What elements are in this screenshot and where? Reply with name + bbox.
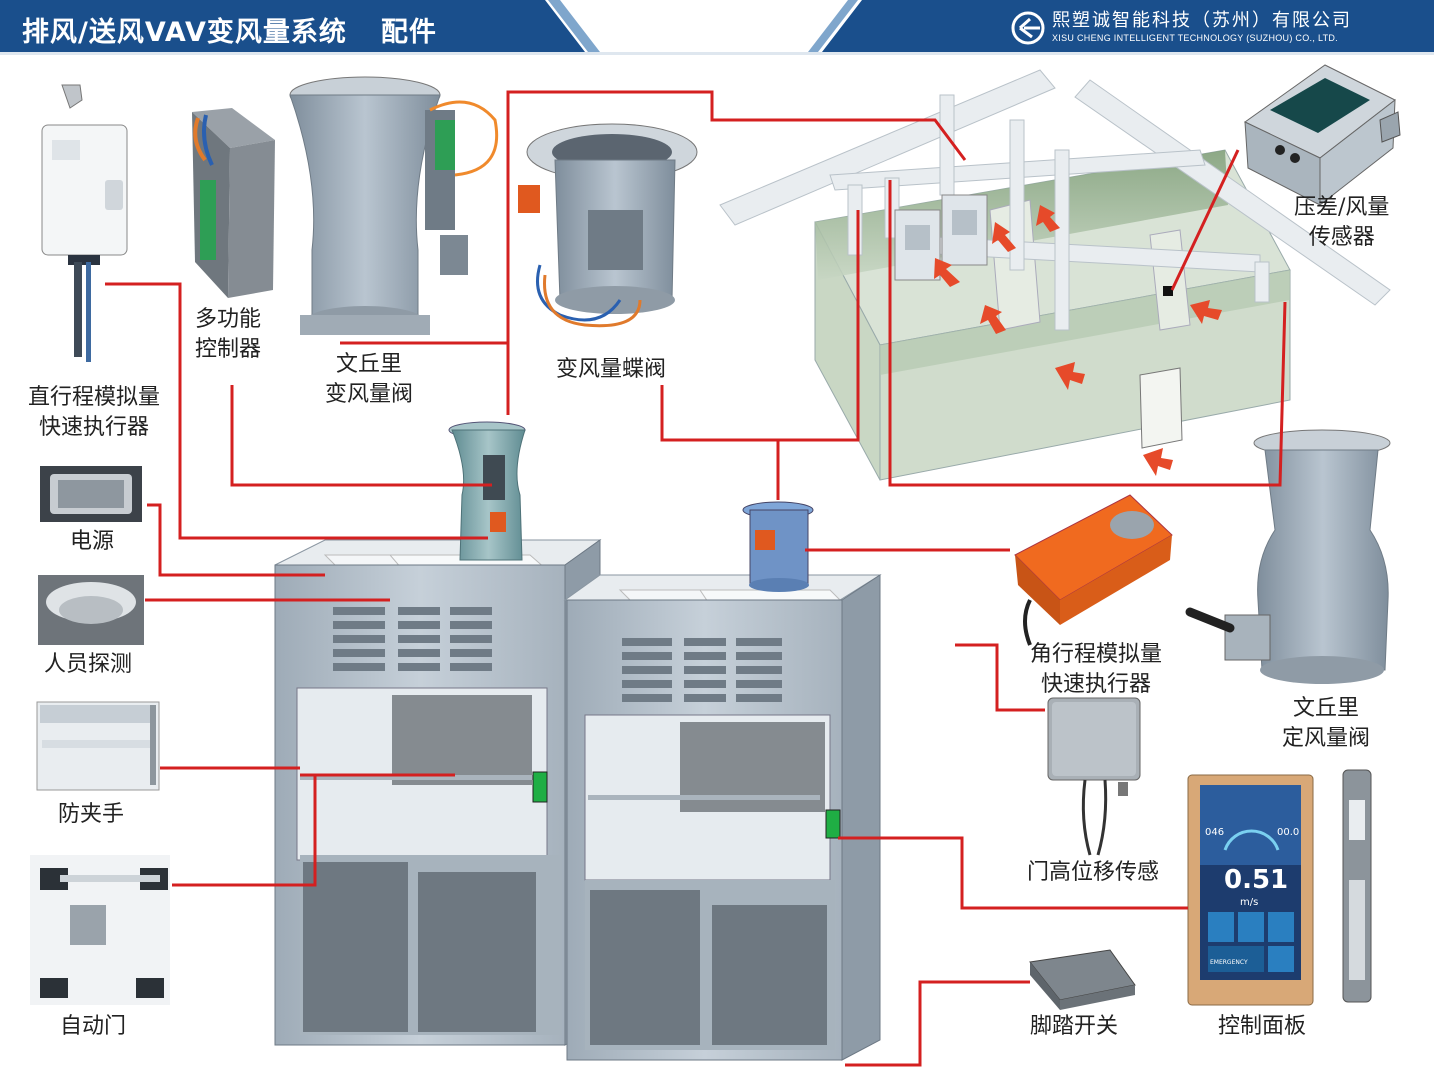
label-door-sensor: 门高位移传感 <box>1027 860 1160 885</box>
person-detect-image <box>38 575 144 645</box>
fume-hood-right <box>563 574 882 1061</box>
label-butterfly-valve: 变风量蝶阀 <box>556 357 667 382</box>
panel-unit: m/s <box>1240 897 1258 908</box>
leader-lines <box>105 90 1287 1067</box>
panel-right-value: 00.0 <box>1277 827 1299 838</box>
label-linear-actuator: 直行程模拟量快速执行器 <box>28 385 161 440</box>
company-logo-icon <box>1011 11 1045 45</box>
company-name: 熙塑诚智能科技（苏州）有限公司 <box>1052 10 1352 31</box>
hood-venturi-valve <box>448 421 526 561</box>
label-venturi-vav: 文丘里变风量阀 <box>325 352 414 407</box>
fume-hood-left <box>274 539 602 1046</box>
angular-actuator-device <box>1014 494 1173 646</box>
auto-door-image <box>30 855 170 1005</box>
panel-left-value: 046 <box>1205 827 1224 838</box>
label-control-panel: 控制面板 <box>1218 1014 1307 1039</box>
label-auto-door: 自动门 <box>60 1014 127 1039</box>
page-title: 排风/送风VAV变风量系统配件 <box>22 17 437 48</box>
venturi-vav-device <box>289 76 499 335</box>
venturi-cav-device <box>1185 429 1391 684</box>
pressure-sensor-device <box>1244 64 1401 207</box>
linear-actuator-device <box>41 84 128 362</box>
label-anti-pinch: 防夹手 <box>58 802 125 827</box>
vent-grille-left <box>333 607 492 671</box>
company-name-en: XISU CHENG INTELLIGENT TECHNOLOGY (SUZHO… <box>1052 33 1338 43</box>
vent-grille-right <box>622 638 782 702</box>
label-foot-switch: 脚踏开关 <box>1030 1014 1119 1039</box>
header-bar <box>0 0 1434 55</box>
power-supply-image <box>40 466 142 522</box>
foot-switch-device <box>1029 949 1136 1010</box>
panel-reading: 0.51 <box>1224 865 1288 895</box>
label-venturi-cav: 文丘里定风量阀 <box>1282 696 1371 751</box>
label-person-detect: 人员探测 <box>44 652 133 677</box>
label-power: 电源 <box>70 529 115 554</box>
multi-controller-device <box>192 108 275 298</box>
label-pressure-sensor: 压差/风量传感器 <box>1294 195 1390 250</box>
panel-emergency: EMERGENCY <box>1210 959 1248 966</box>
label-angular-actuator: 角行程模拟量快速执行器 <box>1030 642 1163 697</box>
label-multi-controller: 多功能控制器 <box>195 307 262 362</box>
anti-pinch-image <box>36 701 160 791</box>
hood-butterfly-valve <box>742 501 814 592</box>
lab-room-schematic <box>719 69 1391 481</box>
butterfly-valve-device <box>518 123 698 328</box>
door-sensor-device <box>1047 697 1141 856</box>
control-panel-device <box>1187 769 1372 1006</box>
company-block: 熙塑诚智能科技（苏州）有限公司 XISU CHENG INTELLIGENT T… <box>1010 6 1420 50</box>
